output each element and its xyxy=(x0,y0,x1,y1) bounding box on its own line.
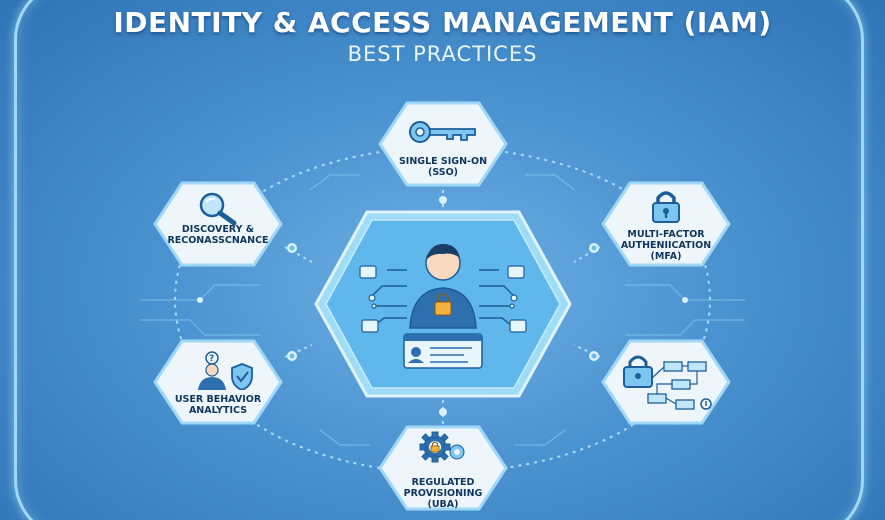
user-shield-icon: ? xyxy=(198,351,253,390)
gears-lock-icon xyxy=(419,431,465,463)
node-label: REGULATED PROVISIONING (UBA) xyxy=(383,477,503,512)
node-label: USER BEHAVIOR ANALYTICS xyxy=(158,394,278,426)
outer-frame xyxy=(14,0,864,520)
node-label: MULTI-FACTOR AUTHENIICATION (MFA) xyxy=(606,229,726,268)
user-lock-hub-icon xyxy=(314,210,572,398)
key-icon xyxy=(409,121,476,143)
node-label-line: ANALYTICS xyxy=(188,405,248,416)
svg-text:?: ? xyxy=(209,354,214,364)
padlock-flowchart-icon xyxy=(623,355,712,410)
node-label: DISCOVERY & RECONASSCNANCE xyxy=(158,224,278,268)
node-label-line: AUTHENIICATION xyxy=(620,240,712,251)
node-hexagon xyxy=(378,425,508,511)
padlock-icon xyxy=(652,191,680,223)
node-label-line: MULTI-FACTOR xyxy=(627,229,705,240)
node-hexagon xyxy=(153,181,283,267)
node-label-line: RECONASSCNANCE xyxy=(167,235,269,246)
node-label-line: DISCOVERY & xyxy=(181,224,255,235)
node-access-flow[interactable] xyxy=(600,338,732,426)
node-hexagon xyxy=(378,101,508,187)
node-hexagon xyxy=(601,181,731,267)
central-identity-hub xyxy=(312,208,574,400)
node-user-behavior-analytics[interactable]: ? USER BEHAVIOR ANALYTICS xyxy=(152,338,284,426)
node-label-line: (SSO) xyxy=(427,167,459,178)
node-regulated-provisioning[interactable]: REGULATED PROVISIONING (UBA) xyxy=(377,424,509,512)
node-label: SINGLE SIGN-ON (SSO) xyxy=(383,156,503,188)
node-label-line: PROVISIONING xyxy=(403,488,483,499)
node-label-line: REGULATED xyxy=(411,477,475,488)
page-title: IDENTITY & ACCESS MANAGEMENT (IAM) xyxy=(113,6,772,39)
node-label-line: USER BEHAVIOR xyxy=(174,394,262,405)
page-subtitle: BEST PRACTICES xyxy=(347,42,538,66)
node-label-line: SINGLE SIGN-ON xyxy=(398,156,488,167)
magnifier-icon xyxy=(199,192,237,226)
node-label-line: (UBA) xyxy=(427,499,459,510)
node-multi-factor-authentication[interactable]: MULTI-FACTOR AUTHENIICATION (MFA) xyxy=(600,180,732,268)
node-single-sign-on[interactable]: SINGLE SIGN-ON (SSO) xyxy=(377,100,509,188)
node-label-line: (MFA) xyxy=(650,251,682,262)
node-discovery-reconnaissance[interactable]: DISCOVERY & RECONASSCNANCE xyxy=(152,180,284,268)
